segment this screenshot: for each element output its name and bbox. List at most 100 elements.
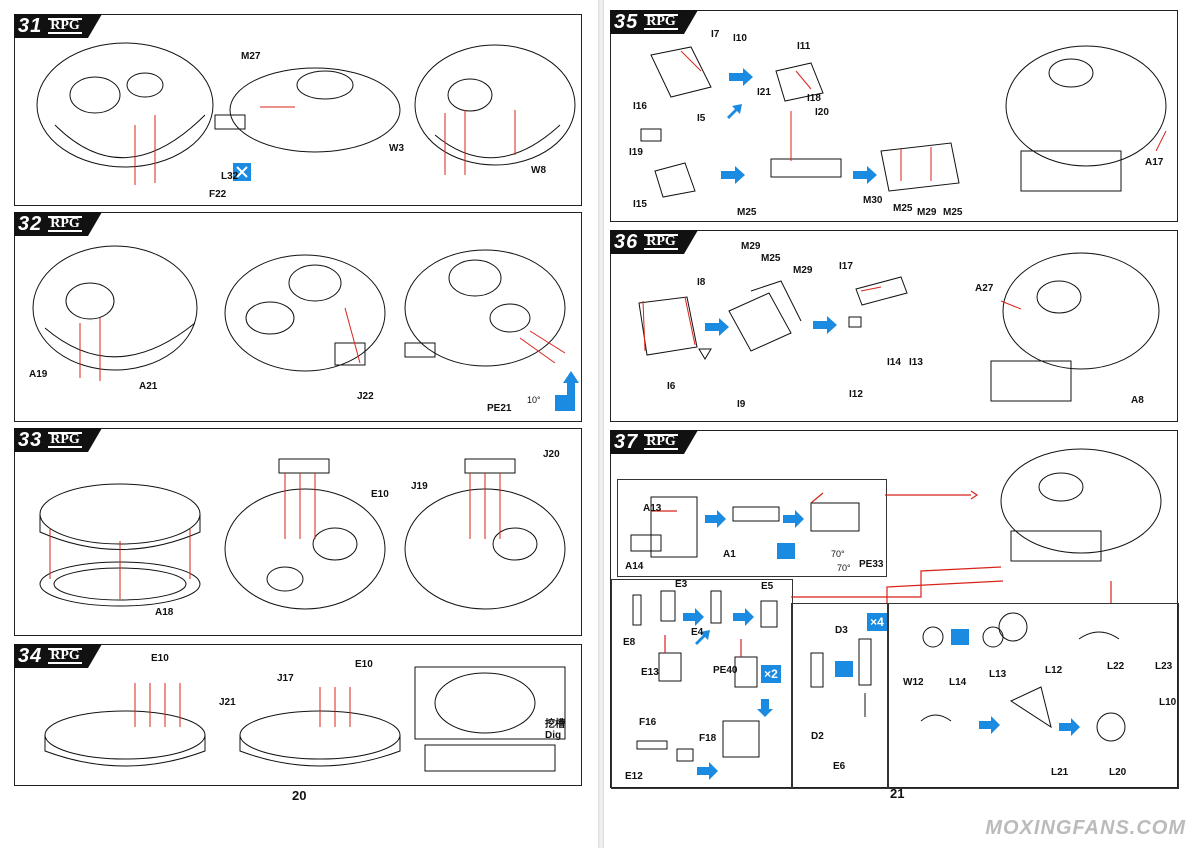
- part-label: I11: [797, 41, 811, 52]
- angle-label: 70°: [831, 549, 845, 559]
- part-label: L10: [1159, 697, 1177, 708]
- step-number: 34: [18, 644, 43, 667]
- part-label: W8: [531, 165, 546, 176]
- part-label: I18: [807, 93, 821, 104]
- part-label: I14: [887, 357, 901, 368]
- part-label: M29: [917, 207, 937, 218]
- part-label: J21: [219, 697, 236, 708]
- sub-assembly-a1: [617, 479, 887, 577]
- step-number: 32: [18, 212, 43, 235]
- step-36-header: 36 RPG: [610, 230, 698, 254]
- part-label: I7: [711, 29, 720, 40]
- step-37-panel: 37 RPG: [610, 430, 1179, 789]
- part-label: D3: [835, 625, 848, 636]
- part-label: E13: [641, 667, 659, 678]
- step-number: 36: [614, 230, 639, 253]
- part-label: A18: [155, 607, 174, 618]
- part-label: I20: [815, 107, 829, 118]
- part-label: M25: [893, 203, 913, 214]
- part-label: PE33: [859, 559, 884, 570]
- step-36-panel: 36 RPG I8 M29 M25 M29 I17 A27 I6 I9 I12 I…: [610, 230, 1178, 422]
- part-label: E10: [151, 653, 169, 664]
- step-number: 33: [18, 428, 43, 451]
- brand-logo: RPG: [48, 216, 82, 232]
- part-label: M30: [863, 195, 883, 206]
- part-label: L32: [221, 171, 239, 182]
- part-label: M29: [741, 241, 761, 252]
- watermark: MOXINGFANS.COM: [985, 817, 1186, 839]
- part-label: M25: [943, 207, 963, 218]
- part-label: E6: [833, 761, 846, 772]
- part-label: I5: [697, 113, 706, 124]
- part-label: L13: [989, 669, 1007, 680]
- step-32-drawing: [32, 245, 579, 411]
- part-label: J22: [357, 391, 374, 402]
- part-label: F22: [209, 189, 227, 200]
- step-34-header: 34 RPG: [14, 644, 102, 668]
- part-label: L21: [1051, 767, 1069, 778]
- quantity-badge: ×2: [761, 665, 781, 683]
- part-label: L23: [1155, 661, 1173, 672]
- step-37-drawing: [630, 448, 1162, 780]
- step-35-header: 35 RPG: [610, 10, 698, 34]
- part-label: L12: [1045, 665, 1063, 676]
- page-number-left: 20: [292, 788, 307, 803]
- part-label: E10: [355, 659, 373, 670]
- part-label: D2: [811, 731, 824, 742]
- part-label: W12: [903, 677, 924, 688]
- part-label: F16: [639, 717, 657, 728]
- part-label: A13: [643, 503, 662, 514]
- brand-logo: RPG: [48, 432, 82, 448]
- dig-note-cn: 挖槽: [545, 719, 565, 730]
- step-34-drawing: [44, 666, 566, 772]
- part-label: E4: [691, 627, 704, 638]
- step-number: 37: [614, 430, 639, 453]
- brand-logo: RPG: [644, 234, 678, 250]
- part-label: J17: [277, 673, 294, 684]
- step-37-header: 37 RPG: [610, 430, 698, 454]
- step-33-header: 33 RPG: [14, 428, 102, 452]
- part-label: E12: [625, 771, 643, 782]
- part-label: M29: [793, 265, 813, 276]
- part-label: L14: [949, 677, 967, 688]
- step-number: 35: [614, 10, 639, 33]
- brand-logo: RPG: [644, 14, 678, 30]
- angle-label: 10°: [527, 395, 541, 405]
- part-label: I16: [633, 101, 647, 112]
- part-label: I21: [757, 87, 771, 98]
- step-33-drawing: [39, 458, 566, 610]
- part-label: A27: [975, 283, 994, 294]
- step-36-drawing: [638, 252, 1160, 402]
- part-label: L20: [1109, 767, 1127, 778]
- part-label: I19: [629, 147, 643, 158]
- step-31-drawing: [36, 42, 576, 185]
- part-label: A19: [29, 369, 48, 380]
- sub-assembly-e: [611, 579, 793, 789]
- part-label: M25: [737, 207, 757, 218]
- page-gutter: [598, 0, 604, 848]
- part-label: I12: [849, 389, 863, 400]
- part-label: J19: [411, 481, 428, 492]
- brand-logo: RPG: [48, 648, 82, 664]
- part-label: I6: [667, 381, 676, 392]
- brand-logo: RPG: [644, 434, 678, 450]
- part-label: A1: [723, 549, 736, 560]
- part-label: M25: [761, 253, 781, 264]
- page-number-right: 21: [890, 786, 905, 801]
- step-32-header: 32 RPG: [14, 212, 102, 236]
- part-label: A21: [139, 381, 158, 392]
- part-label: I8: [697, 277, 706, 288]
- part-label: I13: [909, 357, 923, 368]
- brand-logo: RPG: [48, 18, 82, 34]
- part-label: E8: [623, 637, 636, 648]
- quantity-badge: ×4: [867, 613, 887, 631]
- part-label: W3: [389, 143, 404, 154]
- part-label: E3: [675, 579, 688, 590]
- part-label: I9: [737, 399, 746, 410]
- part-label: I17: [839, 261, 853, 272]
